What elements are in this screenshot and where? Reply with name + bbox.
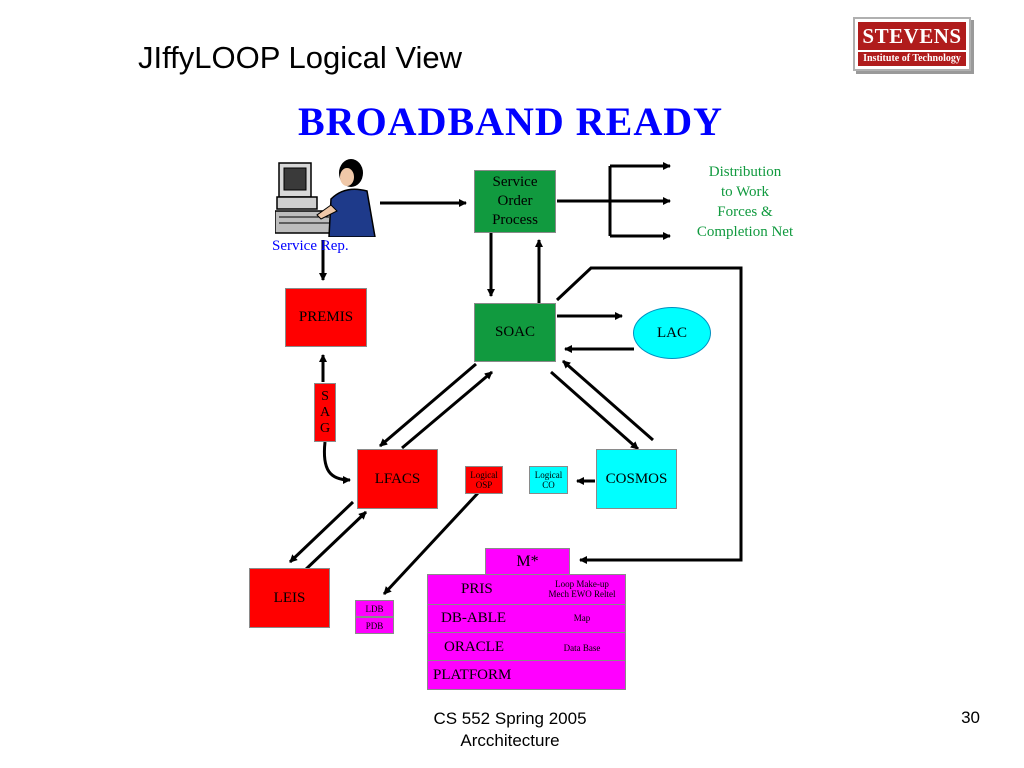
- mstar-row-dbable: DB-ABLE Map: [427, 604, 626, 634]
- mstar-row-pris-note: Loop Make-up Mech EWO Reltel: [538, 579, 626, 599]
- arrow-lfacs-to-soac: [401, 370, 493, 450]
- service-order-line-3: Process: [492, 212, 538, 228]
- mstar-title-box: M*: [485, 548, 570, 576]
- mstar-row-pris: PRIS Loop Make-up Mech EWO Reltel: [427, 574, 626, 606]
- mstar-row-platform-label: PLATFORM: [433, 667, 512, 683]
- logical-co-line-2: CO: [542, 480, 555, 490]
- service-rep-illustration: [275, 159, 376, 237]
- cosmos-box: COSMOS: [596, 449, 677, 509]
- arrow-soac-to-mstar: [555, 266, 743, 564]
- logical-osp-line-1: Logical: [470, 470, 498, 480]
- mstar-title: M*: [516, 553, 539, 570]
- lfacs-box: LFACS: [357, 449, 438, 509]
- premis-label: PREMIS: [298, 309, 354, 325]
- pdb-label: PDB: [365, 620, 384, 631]
- logical-co-line-1: Logical: [534, 470, 563, 480]
- footer-topic-line: Arcchitecture: [460, 731, 560, 750]
- distribution-label: Distribution to Work Forces & Completion…: [680, 162, 810, 242]
- arrow-soac-to-cosmos: [550, 370, 639, 451]
- arrow-osp-to-ldb: [382, 491, 480, 596]
- logo-main-text: STEVENS: [858, 22, 966, 50]
- service-order-process-box: Service Order Process: [474, 170, 556, 233]
- mstar-row-oracle-note: Data Base: [563, 643, 601, 653]
- footer-course: CS 552 Spring 2005 Arcchitecture: [380, 708, 640, 752]
- arrow-leis-to-lfacs: [301, 510, 368, 574]
- logical-osp-line-2: OSP: [475, 480, 493, 490]
- arrow-lfacs-to-leis: [288, 500, 355, 564]
- premis-box: PREMIS: [285, 288, 367, 347]
- lfacs-label: LFACS: [374, 470, 421, 487]
- mstar-row-oracle: ORACLE Data Base: [427, 632, 626, 662]
- mstar-row-pris-note-1: Loop Make-up: [555, 579, 609, 589]
- ldb-label: LDB: [365, 603, 384, 614]
- distribution-line-3: Forces &: [717, 204, 773, 220]
- pdb-box: PDB: [355, 617, 394, 634]
- mstar-row-platform: PLATFORM: [427, 660, 626, 690]
- mstar-row-pris-note-2: Mech EWO Reltel: [548, 589, 616, 599]
- footer-course-line: CS 552 Spring 2005: [433, 709, 587, 728]
- slide-subtitle: BROADBAND READY: [298, 99, 724, 144]
- distribution-line-1: Distribution: [708, 164, 782, 180]
- leis-label: LEIS: [273, 589, 306, 606]
- ldb-box: LDB: [355, 600, 394, 617]
- sag-box: S A G: [314, 383, 336, 442]
- page-number: 30: [961, 708, 980, 727]
- mstar-row-pris-label: PRIS: [461, 581, 493, 597]
- distribution-line-2: to Work: [720, 184, 770, 200]
- sag-letter-a: A: [319, 404, 331, 420]
- distribution-line-4: Completion Net: [696, 224, 794, 240]
- logical-osp-box: Logical OSP: [465, 466, 503, 494]
- cosmos-label: COSMOS: [605, 470, 668, 487]
- service-order-line-2: Order: [497, 193, 533, 209]
- mstar-row-dbable-label: DB-ABLE: [441, 610, 506, 626]
- stevens-logo: STEVENS Institute of Technology: [853, 17, 971, 71]
- mstar-row-dbable-note: Map: [573, 613, 591, 623]
- slide-title: JIffyLOOP Logical View: [138, 40, 462, 75]
- soac-box: SOAC: [474, 303, 556, 362]
- logical-co-box: Logical CO: [529, 466, 568, 494]
- sag-letter-g: G: [319, 420, 331, 436]
- arrow-cosmos-to-soac: [562, 359, 654, 442]
- leis-box: LEIS: [249, 568, 330, 628]
- service-order-line-1: Service: [492, 174, 538, 190]
- service-rep-label: Service Rep.: [272, 238, 349, 254]
- lac-ellipse: LAC: [633, 307, 711, 359]
- soac-label: SOAC: [494, 324, 535, 340]
- arrow-sag-to-lfacs: [322, 441, 351, 484]
- lac-label: LAC: [657, 324, 687, 341]
- arrow-soac-to-lfacs: [379, 362, 477, 448]
- mstar-row-oracle-label: ORACLE: [444, 639, 504, 655]
- logo-sub-text: Institute of Technology: [858, 52, 966, 66]
- sag-letter-s: S: [321, 388, 329, 404]
